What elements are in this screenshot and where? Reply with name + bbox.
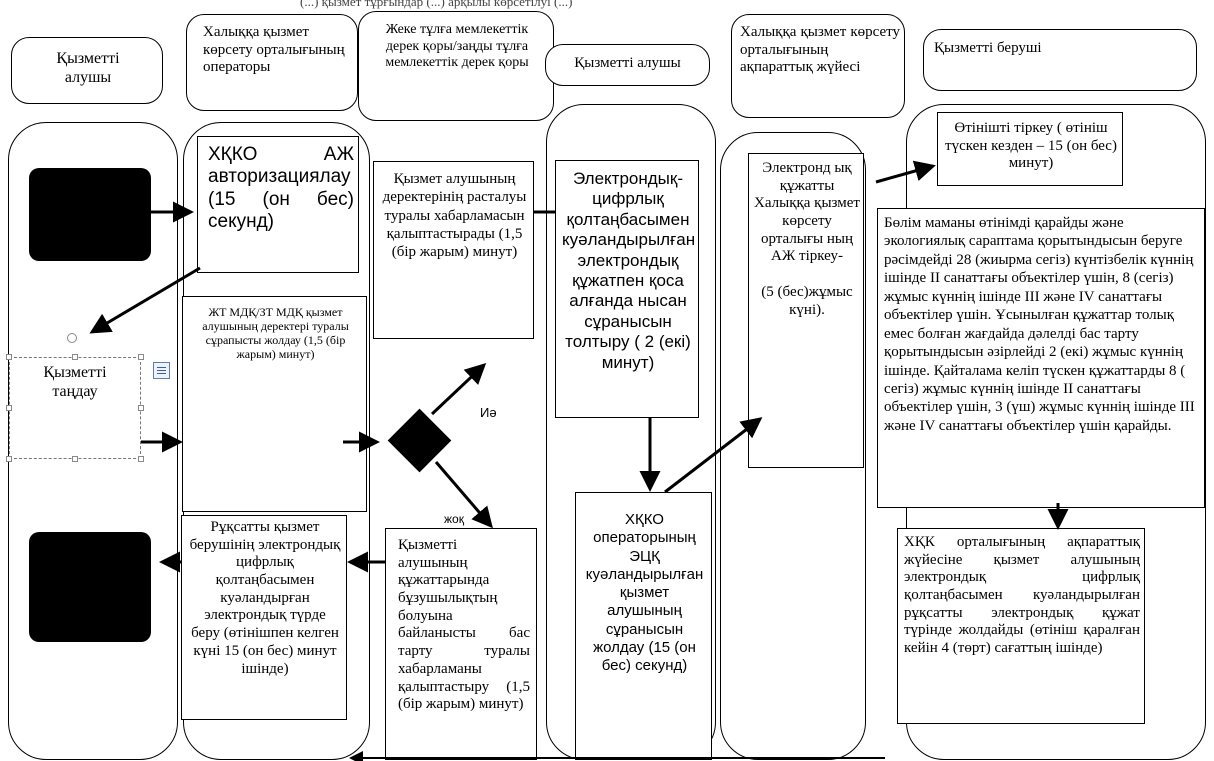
choose-service-box[interactable]: Қызметті таңдау [9, 357, 141, 459]
review-box: Бөлім маманы өтінімді қарайды және эколо… [877, 208, 1205, 508]
issue-text: Рұқсатты қызмет берушінің электрондық ци… [189, 519, 341, 677]
end-symbol [29, 532, 151, 642]
yes-label: Иә [480, 405, 497, 420]
arrow-decision-yes [430, 362, 487, 416]
operator-send-box: ХҚКО операторының ЭЦҚ куәландырылған қыз… [575, 492, 712, 760]
header-service-recipient-text: Қызметті алушы [56, 50, 120, 86]
selection-handle[interactable] [72, 456, 78, 462]
header-snippet: (...) қызмет тұрғындар (...) арқылы көрс… [300, 0, 573, 9]
confirm-msg-box: Қызмет алушының деректерінің расталуы ту… [373, 161, 534, 339]
register-app-text: Өтінішті тіркеу ( өтініш түскен кезден –… [945, 120, 1117, 172]
selection-handle[interactable] [6, 405, 12, 411]
selection-handle[interactable] [138, 405, 144, 411]
header-service-recipient-2-text: Қызметті алушы [574, 55, 681, 71]
header-center-operator: Халыққа қызмет көрсету орталығының опера… [186, 14, 358, 111]
confirm-msg-text: Қызмет алушының деректерінің расталуы ту… [382, 171, 527, 261]
selection-handle[interactable] [6, 354, 12, 360]
selection-handle[interactable] [138, 354, 144, 360]
header-center-operator-text: Халыққа қызмет көрсету орталығының опера… [203, 24, 345, 76]
header-information-system: Халыққа қызмет көрсету орталығының ақпар… [731, 14, 905, 118]
selection-handle[interactable] [72, 354, 78, 360]
registration-box: Электронд ық құжатты Халыққа қызмет көрс… [748, 153, 864, 468]
issue-box: Рұқсатты қызмет берушінің электрондық ци… [181, 515, 347, 720]
send-permit-text: ХҚК орталығының ақпараттық жүйесіне қызм… [904, 534, 1140, 657]
fill-form-text: Электрондық-цифрлық қолтаңбасымен куәлан… [562, 169, 696, 372]
decision-diamond [387, 408, 452, 473]
layout-options-icon[interactable] [153, 362, 170, 379]
registration-text: Электронд ық құжатты Халыққа қызмет көрс… [754, 160, 860, 318]
start-symbol [29, 168, 151, 261]
request-send-text: ЖТ МДҚ/ЗТ МДҚ қызмет алушының деректері … [202, 305, 349, 362]
header-service-recipient-2: Қызметті алушы [545, 44, 710, 86]
refusal-msg-text: Қызметті алушының құжаттарында бұзушылық… [398, 537, 530, 713]
header-service-recipient: Қызметті алушы [11, 37, 163, 104]
register-app-box: Өтінішті тіркеу ( өтініш түскен кезден –… [937, 112, 1123, 186]
selection-handle[interactable] [138, 456, 144, 462]
operator-send-text: ХҚКО операторының ЭЦҚ куәландырылған қыз… [585, 511, 704, 675]
auth-box: ХҚКО АЖ авторизациялау (15 (он бес) секу… [197, 136, 359, 273]
no-label: жоқ [444, 512, 464, 526]
auth-text: ХҚКО АЖ авторизациялау (15 (он бес) секу… [208, 144, 354, 233]
header-service-provider: Қызметті беруші [923, 29, 1197, 91]
refusal-msg-box: Қызметті алушының құжаттарында бұзушылық… [385, 528, 537, 760]
selection-handle[interactable] [6, 456, 12, 462]
review-text: Бөлім маманы өтінімді қарайды және эколо… [884, 215, 1195, 434]
fill-form-box: Электрондық-цифрлық қолтаңбасымен куәлан… [555, 160, 699, 418]
header-state-databases: Жеке тұлға мемлекеттік дерек қоры/заңды … [358, 11, 554, 121]
rotate-handle-icon[interactable] [67, 333, 77, 343]
header-service-provider-text: Қызметті беруші [934, 40, 1042, 56]
header-state-databases-text: Жеке тұлға мемлекеттік дерек қоры/заңды … [385, 22, 529, 71]
choose-service-text: Қызметті таңдау [43, 364, 107, 400]
request-send-box: ЖТ МДҚ/ЗТ МДҚ қызмет алушының деректері … [182, 296, 367, 512]
header-information-system-text: Халыққа қызмет көрсету орталығының ақпар… [740, 24, 900, 76]
send-permit-box: ХҚК орталығының ақпараттық жүйесіне қызм… [897, 528, 1145, 724]
